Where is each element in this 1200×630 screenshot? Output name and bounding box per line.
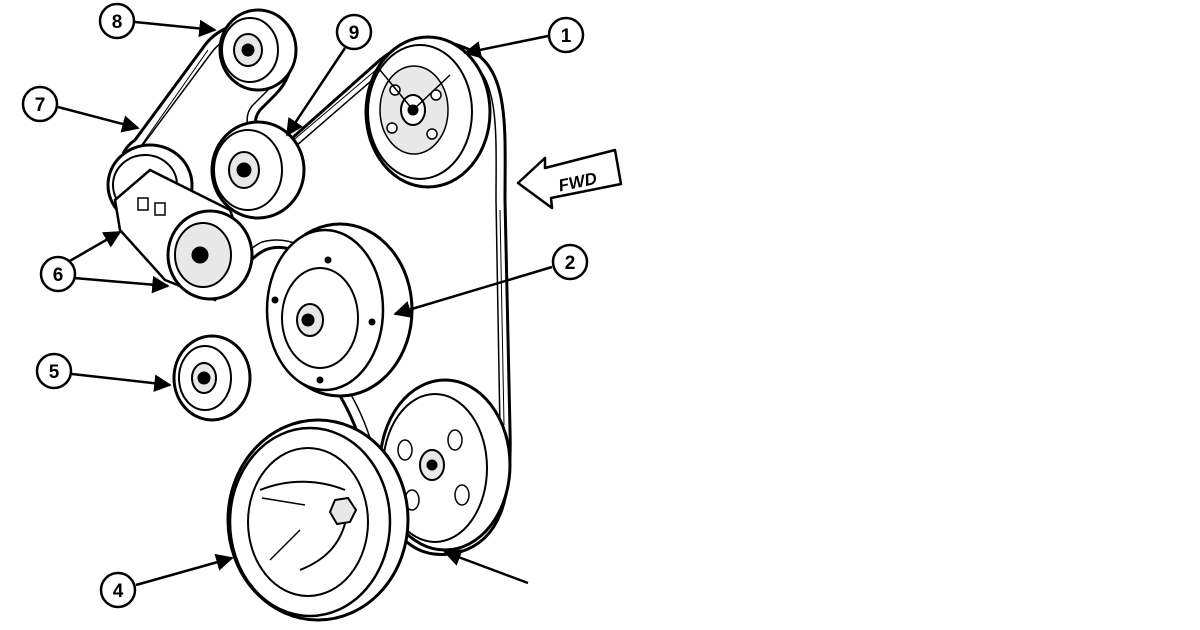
callout-6: 6 (39, 230, 170, 294)
callout-3-leader (443, 549, 529, 585)
clutch-hole (430, 89, 442, 101)
belt-rib (137, 49, 209, 151)
bolt (236, 162, 252, 178)
damper-spoke (269, 529, 301, 561)
callout-3 (443, 549, 529, 585)
crank-bolt (328, 496, 358, 526)
clutch-hole (426, 128, 438, 140)
damper-spoke (259, 480, 346, 491)
callout-7-bubble (21, 85, 59, 123)
callout-5-label: 5 (49, 362, 60, 383)
callout-5-bubble (35, 352, 73, 390)
callout-5-leader (71, 372, 172, 392)
pulley-upper-idler (210, 120, 306, 220)
arm-slot (137, 197, 149, 211)
pulley-top-idler (218, 8, 298, 92)
callout-9-label: 9 (349, 23, 360, 44)
pulley-lower-idler (172, 334, 252, 422)
callout-2-leader (393, 265, 553, 318)
callout-7-leader (57, 105, 140, 133)
callout-8-bubble (98, 2, 136, 40)
callout-1: 1 (463, 16, 585, 59)
callout-9-bubble (335, 13, 373, 51)
callout-4: 4 (99, 553, 234, 609)
bolt (197, 371, 211, 385)
flange-hole (271, 296, 279, 304)
callout-4-bubble (99, 571, 137, 609)
flange-hole (324, 256, 332, 264)
callout-6-leader-lower (73, 275, 170, 294)
fwd-arrow-icon (516, 148, 623, 210)
callout-7: 7 (21, 85, 140, 133)
damper-spoke (299, 519, 347, 571)
belt-tensioner (106, 143, 254, 302)
damper-spoke (261, 497, 306, 506)
pump-hole (397, 439, 413, 461)
belt-rib (499, 209, 505, 426)
callout-4-label: 4 (113, 581, 124, 602)
pulley-generator (265, 222, 414, 398)
bolt (241, 43, 255, 57)
pulley-ac-compressor (364, 35, 492, 189)
clutch-hole (389, 84, 401, 96)
hub-bolt (426, 459, 438, 471)
arm-slot (154, 202, 166, 216)
tensioner-bolt (191, 246, 209, 264)
callout-7-label: 7 (35, 95, 46, 116)
pulley-crankshaft (226, 418, 410, 622)
forward-direction-indicator: FWD (516, 148, 623, 210)
belt-outer-edge (118, 20, 512, 556)
pump-hole (447, 429, 463, 451)
callout-2-label: 2 (565, 253, 576, 274)
callout-2: 2 (393, 243, 589, 318)
callout-8: 8 (98, 2, 217, 40)
callout-1-bubble (547, 16, 585, 54)
callout-6-leader-upper (67, 230, 122, 264)
hub-nut (301, 313, 315, 327)
callouts: 1 2 4 5 6 (21, 2, 589, 609)
clutch-arm (379, 69, 451, 112)
flange-hole (316, 376, 324, 384)
callout-6-label: 6 (53, 265, 64, 286)
callout-9: 9 (285, 13, 373, 137)
callout-5: 5 (35, 352, 172, 392)
clutch-hole (386, 122, 398, 134)
callout-8-label: 8 (112, 12, 123, 33)
belt-rib (289, 63, 384, 144)
callout-6-bubble (39, 255, 77, 293)
pulley-water-pump (378, 378, 512, 552)
pump-hole (454, 484, 470, 506)
callout-1-label: 1 (561, 26, 572, 47)
callout-1-leader (463, 34, 549, 59)
callout-9-leader (285, 47, 347, 137)
callout-4-leader (135, 553, 234, 587)
callout-8-leader (134, 19, 217, 38)
flange-hole (368, 318, 376, 326)
callout-2-bubble (551, 243, 589, 281)
